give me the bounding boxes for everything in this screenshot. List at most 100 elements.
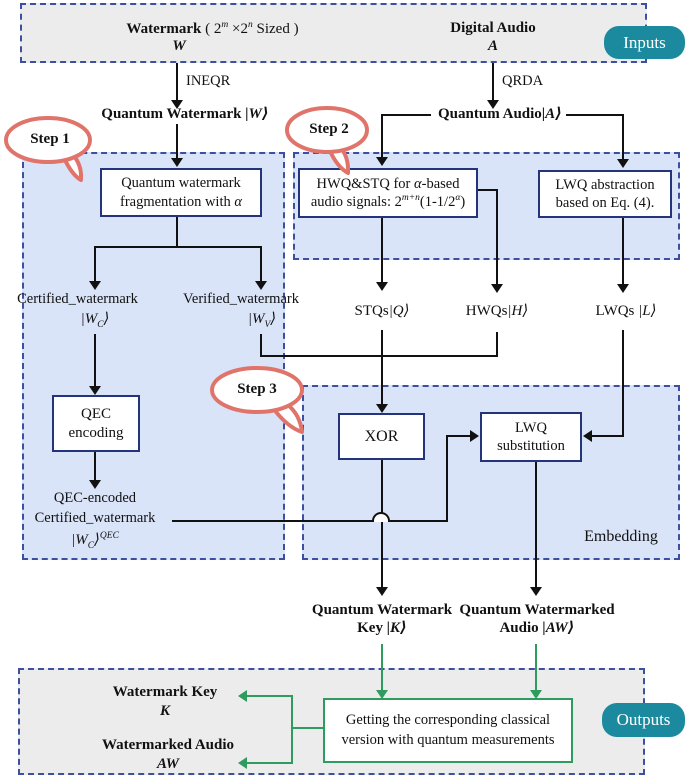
quantum-watermark-label: Quantum Watermark |W⟩ bbox=[101, 106, 269, 122]
qa-right-arrowhead bbox=[617, 159, 629, 168]
line-hop-arc bbox=[372, 512, 390, 522]
lwqs-arrowhead bbox=[617, 284, 629, 293]
qa-left-branch bbox=[381, 114, 431, 116]
stqs-label: STQs|Q⟩ bbox=[354, 303, 410, 319]
digital-audio-label: Digital Audio bbox=[450, 20, 536, 36]
key-out-line bbox=[247, 695, 293, 697]
qecenc-into-sub-line bbox=[446, 435, 474, 437]
qec-encoded-line1: QEC-encoded bbox=[53, 490, 137, 506]
lwqsub-out-arrowhead bbox=[530, 587, 542, 596]
step1-bubble: Step 1 bbox=[2, 114, 98, 184]
qw-key-ket: Key |K⟩ bbox=[357, 620, 407, 636]
step1-label: Step 1 bbox=[30, 131, 70, 147]
watermarked-audio-var: AW bbox=[157, 756, 179, 772]
hwqs-join-drop bbox=[496, 332, 498, 357]
audio-to-measure-line bbox=[535, 644, 537, 692]
qw-key-label: Quantum Watermark bbox=[311, 602, 453, 618]
watermark-input-label: Watermark ( 2m ×2n Sized ) bbox=[126, 20, 299, 37]
qecenc-rise-line bbox=[446, 436, 448, 522]
xor-out-arrowhead bbox=[376, 587, 388, 596]
lwqs-label: LWQs |L⟩ bbox=[595, 303, 657, 319]
qa-right-drop bbox=[622, 114, 624, 161]
frag-out-right-drop bbox=[260, 246, 262, 283]
stqs-to-xor-line bbox=[381, 330, 383, 406]
watermark-key-var: K bbox=[159, 703, 170, 719]
qa-left-arrowhead bbox=[376, 157, 388, 166]
qecenc-hline-right bbox=[390, 520, 448, 522]
watermarked-audio-label: Watermarked Audio bbox=[101, 737, 235, 753]
hwq-stq-box: HWQ&STQ for α-based audio signals: 2m+n(… bbox=[298, 168, 478, 218]
lwqsub-out-line bbox=[535, 462, 537, 589]
frag-out-left-arrowhead bbox=[89, 281, 101, 290]
hwqs-arrowhead bbox=[491, 284, 503, 293]
lwqs-to-sub-hline bbox=[592, 435, 624, 437]
step1-region bbox=[22, 152, 285, 560]
qw-to-frag-line bbox=[176, 124, 178, 160]
watermark-var: W bbox=[172, 38, 186, 54]
ineqr-arrowhead bbox=[171, 100, 183, 109]
inputs-badge: Inputs bbox=[604, 26, 685, 59]
cert-to-qec-line bbox=[94, 334, 96, 388]
outputs-badge: Outputs bbox=[602, 703, 685, 737]
lwqs-arrow-line bbox=[622, 218, 624, 286]
verified-watermark-label: Verified_watermark bbox=[183, 291, 299, 307]
lwq-substitution-box: LWQ substitution bbox=[480, 412, 582, 462]
key-to-measure-arrowhead bbox=[376, 690, 388, 699]
lwqs-to-sub-arrowhead bbox=[583, 430, 592, 442]
measure-to-box-line bbox=[291, 727, 323, 729]
lwq-abstraction-box: LWQ abstraction based on Eq. (4). bbox=[538, 170, 672, 218]
qw-audio-ket: Audio |AW⟩ bbox=[499, 620, 575, 636]
qw-to-frag-arrowhead bbox=[171, 158, 183, 167]
step2-bubble-shape bbox=[285, 106, 369, 175]
watermark-word: Watermark bbox=[126, 21, 202, 37]
step3-bubble-shape bbox=[210, 366, 304, 434]
qw-audio-label: Quantum Watermarked bbox=[459, 602, 615, 618]
qec-encoded-ket: |WC⟩QEC bbox=[71, 531, 119, 551]
audio-to-measure-arrowhead bbox=[530, 690, 542, 699]
key-to-measure-line bbox=[381, 644, 383, 692]
qec-out-line bbox=[94, 452, 96, 482]
qrda-arrow-line bbox=[492, 63, 494, 102]
qrda-arrowhead bbox=[487, 100, 499, 109]
qecenc-hline-left bbox=[172, 520, 374, 522]
qec-encoded-line2: Certified_watermark bbox=[34, 510, 156, 526]
quantum-audio-label: Quantum Audio|A⟩ bbox=[438, 106, 562, 122]
audio-out-line bbox=[247, 762, 293, 764]
qrda-label: QRDA bbox=[502, 73, 544, 89]
xor-box: XOR bbox=[338, 413, 425, 460]
ineqr-arrow-line bbox=[176, 63, 178, 102]
certified-watermark-ket: |WC⟩ bbox=[80, 311, 110, 330]
fragmentation-box: Quantum watermark fragmentation with α bbox=[100, 168, 262, 217]
inputs-region bbox=[20, 3, 647, 63]
qec-out-arrowhead bbox=[89, 480, 101, 489]
verified-watermark-ket: |WV⟩ bbox=[247, 311, 277, 330]
measurement-box: Getting the corresponding classical vers… bbox=[323, 698, 573, 763]
hwqs-drop-line bbox=[496, 189, 498, 286]
stqs-arrowhead bbox=[376, 282, 388, 291]
hwqs-label: HWQs|H⟩ bbox=[465, 303, 529, 319]
step1-bubble-shape bbox=[4, 116, 92, 182]
embedding-label: Embedding bbox=[584, 528, 658, 545]
measure-trunk-line bbox=[291, 695, 293, 764]
key-out-arrowhead bbox=[238, 690, 247, 702]
frag-out-split bbox=[94, 246, 262, 248]
watermark-key-label: Watermark Key bbox=[112, 684, 218, 700]
step3-bubble: Step 3 bbox=[209, 365, 313, 437]
lwqs-to-sub-line bbox=[622, 330, 624, 437]
qec-encoding-box: QEC encoding bbox=[52, 395, 140, 452]
stqs-arrow-line bbox=[381, 218, 383, 284]
certified-watermark-label: Certified_watermark bbox=[17, 291, 138, 307]
xor-out-line bbox=[381, 460, 383, 589]
step2-bubble: Step 2 bbox=[283, 105, 375, 177]
digital-audio-var: A bbox=[487, 38, 498, 54]
ineqr-label: INEQR bbox=[186, 73, 231, 89]
frag-out-stem bbox=[176, 217, 178, 248]
audio-out-arrowhead bbox=[238, 757, 247, 769]
frag-out-right-arrowhead bbox=[255, 281, 267, 290]
qecenc-into-sub-arrowhead bbox=[470, 430, 479, 442]
hwqs-branch-line bbox=[478, 189, 498, 191]
qa-right-branch bbox=[566, 114, 624, 116]
frag-out-left-drop bbox=[94, 246, 96, 283]
stqs-to-xor-arrowhead bbox=[376, 404, 388, 413]
